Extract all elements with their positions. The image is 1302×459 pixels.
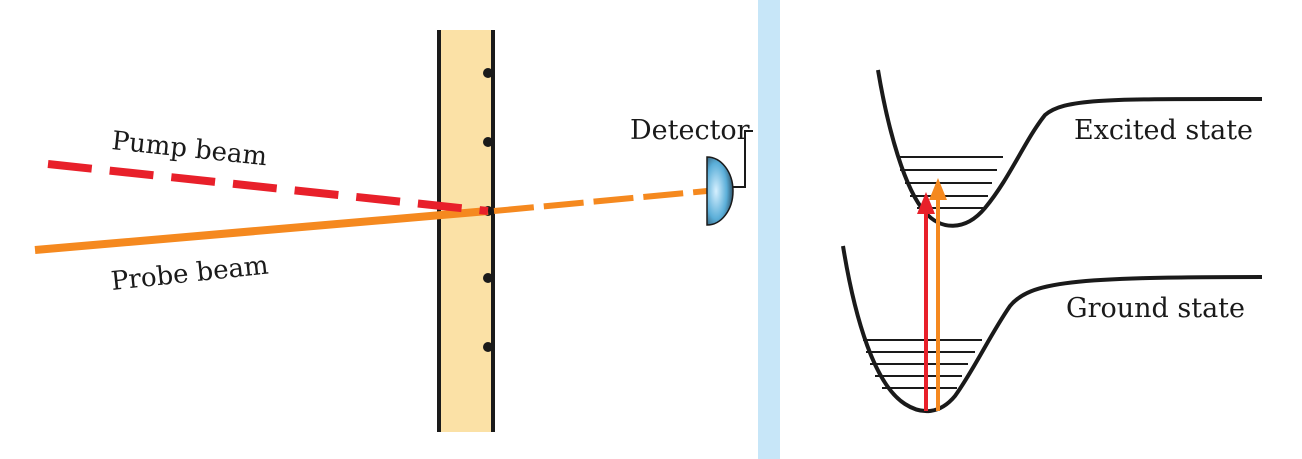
excited-state-label: Excited state [1074, 115, 1253, 146]
ground-state-levels [863, 339, 982, 389]
pump-arrowhead [917, 192, 935, 214]
right-panel: Excited state Ground state [841, 69, 1263, 414]
pump-beam-label: Pump beam [110, 126, 268, 172]
left-panel: Pump beam Probe beam Detector [34, 30, 753, 432]
transmitted-probe-beam [493, 188, 708, 214]
excited-state-levels [897, 156, 1003, 209]
sample-slab [439, 30, 493, 432]
sample-dot [483, 68, 493, 78]
panel-divider [758, 0, 780, 459]
sample-dot [483, 137, 493, 147]
probe-beam-label: Probe beam [110, 251, 270, 297]
sample-dot [483, 342, 493, 352]
detector-label: Detector [630, 115, 750, 146]
probe-beam [34, 207, 489, 254]
probe-arrowhead [929, 178, 947, 200]
sample-dot [483, 273, 493, 283]
detector-icon [706, 156, 734, 226]
detector-leader-line [733, 130, 753, 188]
excited-state-curve [876, 69, 1263, 228]
pump-beam [47, 160, 489, 215]
ground-state-curve [841, 245, 1263, 414]
ground-state-label: Ground state [1066, 293, 1245, 324]
